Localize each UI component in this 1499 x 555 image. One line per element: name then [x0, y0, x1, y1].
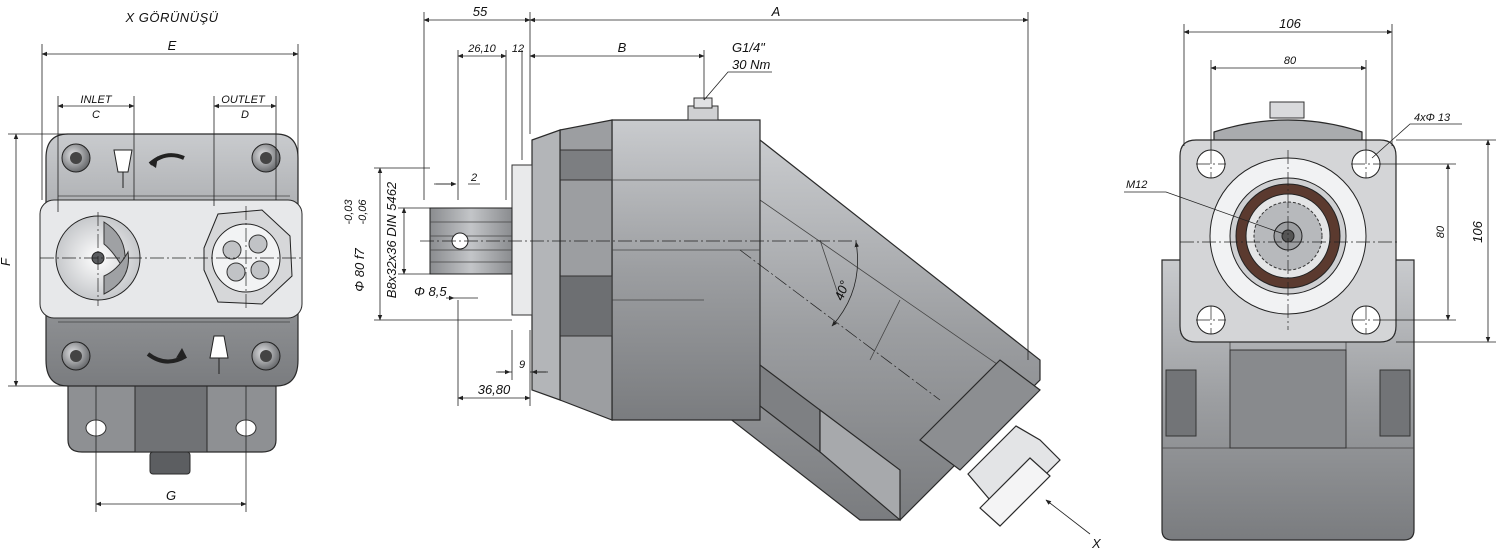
angled-housing	[699, 139, 1061, 527]
front-housing	[611, 119, 761, 421]
dim-80-right: 80	[1435, 225, 1447, 238]
view-arrow-label: X	[1091, 536, 1102, 551]
dim-b: B	[618, 40, 627, 55]
bolt-icon	[251, 341, 281, 371]
valve-symbol-icon	[209, 335, 229, 374]
rotation-arrow-icon	[148, 153, 185, 168]
bolt-icon	[61, 341, 91, 371]
bolt-icon	[251, 143, 281, 173]
port-thread: G1/4"	[732, 40, 766, 55]
tol-upper: -0,03	[343, 199, 355, 225]
view-title: X GÖRÜNÜŞÜ	[124, 10, 218, 25]
front-view: 106 80 4xΦ 13 M12 80 106	[1124, 16, 1496, 541]
bolt-icon	[61, 143, 91, 173]
side-view: 55 A 26,10 12 B G1/4" 30 Nm 2 Φ 80 f7 -0…	[343, 4, 1102, 551]
mounting-foot	[67, 381, 277, 475]
bolt-holes-spec: 4xΦ 13	[1414, 112, 1451, 124]
dim-36-80: 36,80	[478, 382, 511, 397]
rotation-arrow-icon	[146, 348, 188, 364]
dim-106-top: 106	[1279, 16, 1301, 31]
dim-2: 2	[470, 172, 477, 184]
dim-26-10: 26,10	[467, 43, 496, 55]
dim-12: 12	[512, 43, 524, 55]
dim-55: 55	[473, 4, 488, 19]
hex-fitting-icon	[967, 425, 1061, 527]
view-direction-arrow-icon	[1045, 499, 1091, 535]
left-view: X GÖRÜNÜŞÜ	[0, 10, 304, 512]
flange-face	[511, 164, 533, 316]
shaft-diameter: Φ 80 f7	[352, 248, 367, 292]
outlet-label: OUTLET	[221, 94, 266, 106]
dim-e: E	[168, 38, 177, 53]
dim-d: D	[241, 109, 249, 121]
spline-spec: B8x32x36 DIN 5462	[384, 181, 399, 298]
dim-80-top: 80	[1284, 55, 1297, 67]
port-torque: 30 Nm	[732, 57, 770, 72]
dim-9: 9	[519, 359, 525, 371]
thread-spec: M12	[1126, 179, 1147, 191]
outlet-port	[203, 209, 293, 305]
inlet-label: INLET	[80, 94, 112, 106]
dim-a: A	[771, 4, 781, 19]
valve-symbol-icon	[113, 149, 133, 188]
hole-diameter: Φ 8,5	[414, 284, 447, 299]
gauge-port-icon	[687, 97, 719, 121]
angle-40: 40°	[831, 279, 852, 303]
tol-lower: -0,06	[357, 199, 369, 225]
dim-f: F	[0, 257, 13, 266]
dim-c: C	[92, 109, 100, 121]
dim-g: G	[166, 488, 176, 503]
dim-106-right: 106	[1470, 220, 1485, 242]
